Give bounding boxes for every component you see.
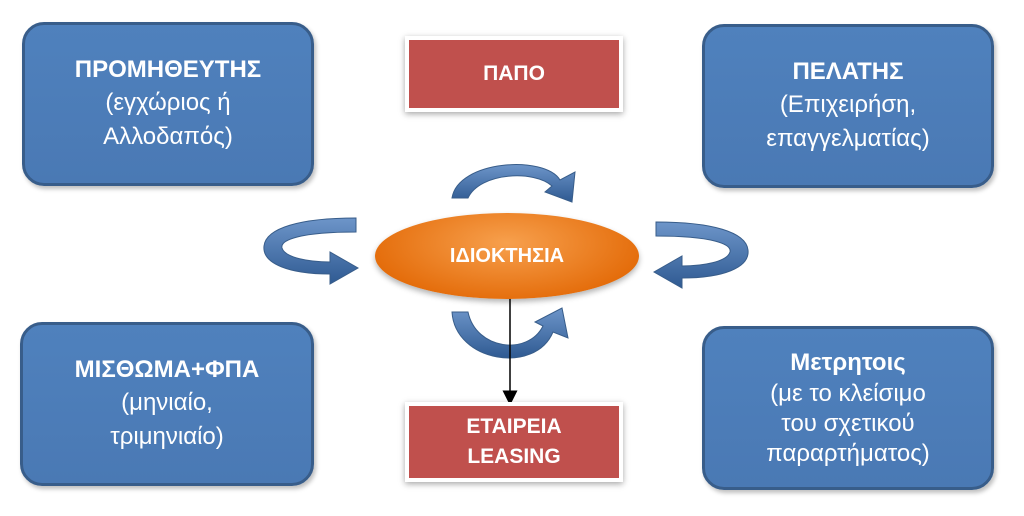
bottom-curved-arrow bbox=[451, 307, 569, 359]
supplier-line3: Αλλοδαπός) bbox=[103, 123, 233, 150]
right-curved-arrow bbox=[652, 221, 749, 289]
leasing-line2: LEASING bbox=[467, 445, 561, 468]
papo-box: ΠΑΠΟ bbox=[405, 36, 623, 112]
supplier-line2: (εγχώριος ή bbox=[105, 89, 231, 116]
papo-label: ΠΑΠΟ bbox=[483, 62, 545, 85]
cash-line4: παραρτήματος) bbox=[766, 440, 930, 467]
leasing-line1: ΕΤΑΙΡΕΙΑ bbox=[466, 415, 562, 438]
customer-line2: (Επιχειρήση, bbox=[779, 91, 917, 118]
left-curved-arrow bbox=[263, 217, 360, 285]
cash-line2: (με το κλείσιμο bbox=[770, 380, 926, 407]
cash-title: Μετρητοις bbox=[790, 349, 906, 376]
rent-title: ΜΙΣΘΩΜΑ+ΦΠΑ bbox=[74, 356, 260, 383]
ownership-ellipse: ΙΔΙΟΚΤΗΣΙΑ bbox=[375, 213, 639, 299]
ownership-label: ΙΔΙΟΚΤΗΣΙΑ bbox=[449, 244, 565, 267]
customer-line3: επαγγελματίας) bbox=[766, 125, 930, 152]
rent-box: ΜΙΣΘΩΜΑ+ΦΠΑ (μηνιαίο, τριμηνιαίο) bbox=[20, 322, 314, 486]
cash-box: Μετρητοις (με το κλείσιμο του σχετικού π… bbox=[702, 326, 994, 490]
top-curved-arrow bbox=[451, 164, 576, 203]
rent-line2: (μηνιαίο, bbox=[121, 389, 213, 416]
supplier-title: ΠΡΟΜΗΘΕΥΤΗΣ bbox=[74, 56, 262, 83]
cash-line3: του σχετικού bbox=[781, 410, 915, 437]
supplier-box: ΠΡΟΜΗΘΕΥΤΗΣ (εγχώριος ή Αλλοδαπός) bbox=[22, 22, 314, 186]
customer-box: ΠΕΛΑΤΗΣ (Επιχειρήση, επαγγελματίας) bbox=[702, 24, 994, 188]
leasing-box: ΕΤΑΙΡΕΙΑ LEASING bbox=[405, 402, 623, 482]
rent-line3: τριμηνιαίο) bbox=[110, 423, 224, 450]
customer-title: ΠΕΛΑΤΗΣ bbox=[792, 58, 904, 85]
